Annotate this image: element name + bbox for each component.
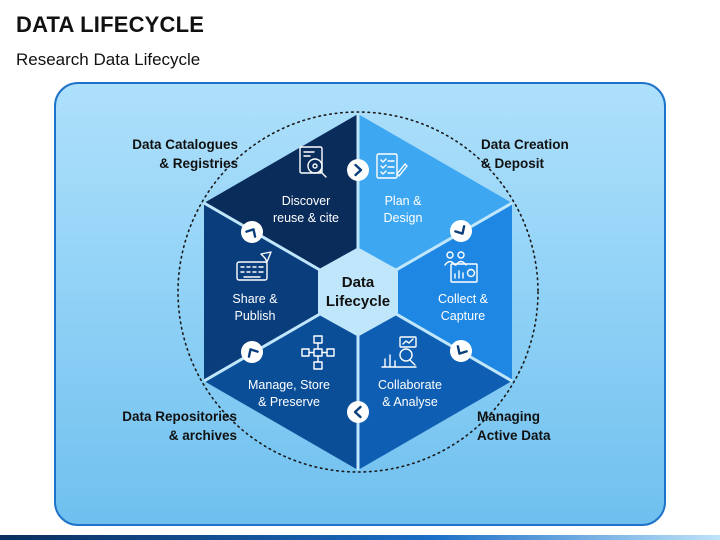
arrow-connectors [241,159,472,423]
corner-label-bottom-right-line2: Active Data [477,428,551,443]
segment-collaborate-analyse[interactable] [358,292,512,470]
checklist-icon [376,153,408,179]
corner-label-top-right-line2: & Deposit [481,156,545,171]
segment-label-share-line2: Publish [235,309,276,323]
segment-label-share-line1: Share & [232,292,278,306]
segment-label-collaborate-line1: Collaborate [378,378,442,392]
corner-label-bottom-left-line2: & archives [169,428,237,443]
segment-label-discover-line1: Discover [282,194,331,208]
arrow-connector [241,221,263,243]
corner-label-top-right-line1: Data Creation [481,137,569,152]
segment-discover-reuse-cite[interactable] [204,114,358,292]
page-subtitle: Research Data Lifecycle [16,50,201,69]
segment-label-plan-line2: Design [384,211,423,225]
arrow-connector [450,340,472,362]
segment-label-manage-line1: Manage, Store [248,378,330,392]
keyboard-send-icon [236,251,272,281]
team-chart-icon [444,251,478,283]
segment-label-collect-line1: Collect & [438,292,489,306]
corner-label-bottom-right-line1: Managing [477,409,540,424]
segment-share-publish[interactable] [204,203,358,381]
segment-label-collect-line2: Capture [441,309,486,323]
search-document-icon [299,146,327,178]
segment-label-manage-line2: & Preserve [258,395,320,409]
segment-label-collaborate-line2: & Analyse [382,395,438,409]
arrow-connector [347,401,369,423]
page-title: DATA LIFECYCLE [16,12,205,37]
center-hexagon [318,248,398,336]
center-label-line1: Data [342,274,375,291]
arrow-connector [347,159,369,181]
center-label-line2: Lifecycle [326,293,390,310]
segment-label-discover-line2: reuse & cite [273,211,339,225]
segment-label-plan-line1: Plan & [385,194,422,208]
corner-label-bottom-left-line1: Data Repositories [122,409,237,424]
arrow-connector [241,341,263,363]
arrow-connector [450,220,472,242]
footer-accent-bar [0,535,720,540]
flowchart-icon [301,335,335,370]
corner-label-top-left-line2: & Registries [159,156,238,171]
corner-label-top-left-line1: Data Catalogues [132,137,238,152]
analysis-icon [381,336,417,368]
segment-collect-capture[interactable] [358,203,512,381]
dotted-ring [177,111,539,473]
